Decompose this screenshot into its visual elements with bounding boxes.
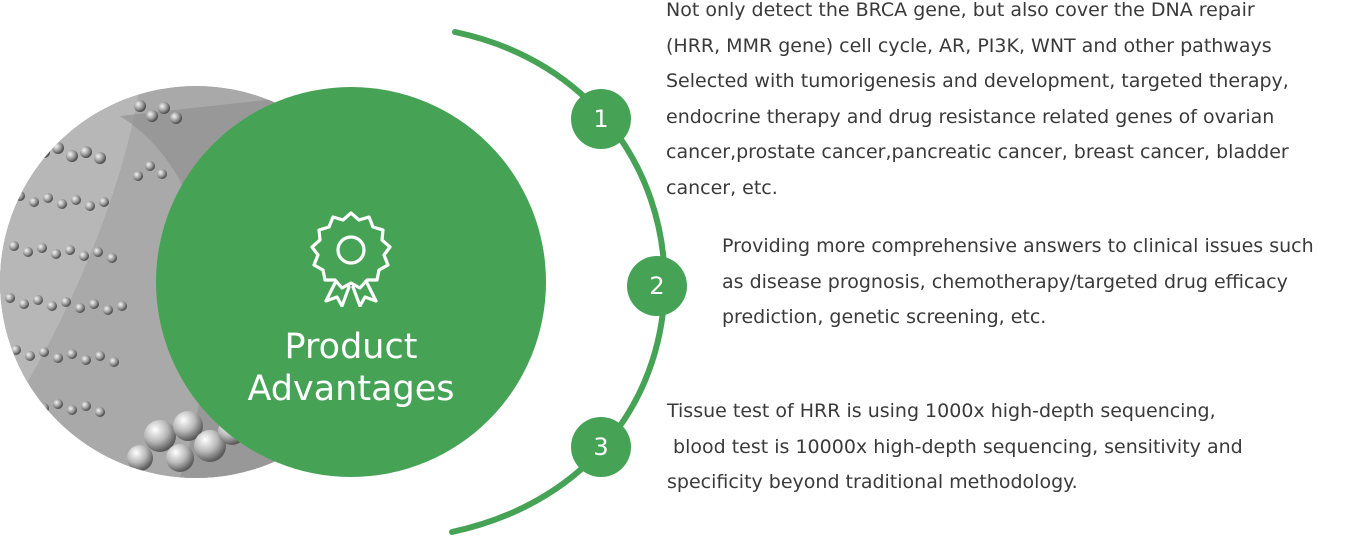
title-line-1: Product — [284, 327, 418, 367]
step-marker-1: 1 — [571, 89, 631, 149]
advantage-3-line: specificity beyond traditional methodolo… — [667, 471, 1078, 493]
step-marker-3: 3 — [571, 417, 631, 477]
step-marker-2: 2 — [627, 256, 687, 316]
advantage-2-line: Providing more comprehensive answers to … — [722, 235, 1314, 257]
advantage-3-line: blood test is 10000x high-depth sequenci… — [667, 435, 1243, 458]
advantage-1-line: cancer, etc. — [666, 176, 778, 199]
award-badge-icon — [310, 211, 392, 307]
advantage-3-line: Tissue test of HRR is using 1000x high-d… — [667, 400, 1216, 422]
advantage-text-3: Tissue test of HRR is using 1000x high-d… — [667, 394, 1243, 501]
advantage-1-line: cancer,prostate cancer,pancreatic cancer… — [666, 141, 1289, 163]
advantage-1-line: Selected with tumorigenesis and developm… — [666, 70, 1289, 92]
advantage-1-line: (HRR, MMR gene) cell cycle, AR, PI3K, WN… — [666, 34, 1272, 57]
advantage-1-line: endocrine therapy and drug resistance re… — [666, 105, 1275, 128]
advantage-2-line: as disease prognosis, chemotherapy/targe… — [722, 270, 1288, 293]
advantage-text-1: Not only detect the BRCA gene, but also … — [666, 0, 1289, 206]
product-advantages-circle: Product Advantages — [156, 87, 546, 477]
advantage-2-line: prediction, genetic screening, etc. — [722, 306, 1047, 328]
advantage-1-line: Not only detect the BRCA gene, but also … — [666, 0, 1255, 21]
title-line-2: Advantages — [247, 369, 455, 409]
advantage-text-2: Providing more comprehensive answers to … — [722, 229, 1314, 336]
